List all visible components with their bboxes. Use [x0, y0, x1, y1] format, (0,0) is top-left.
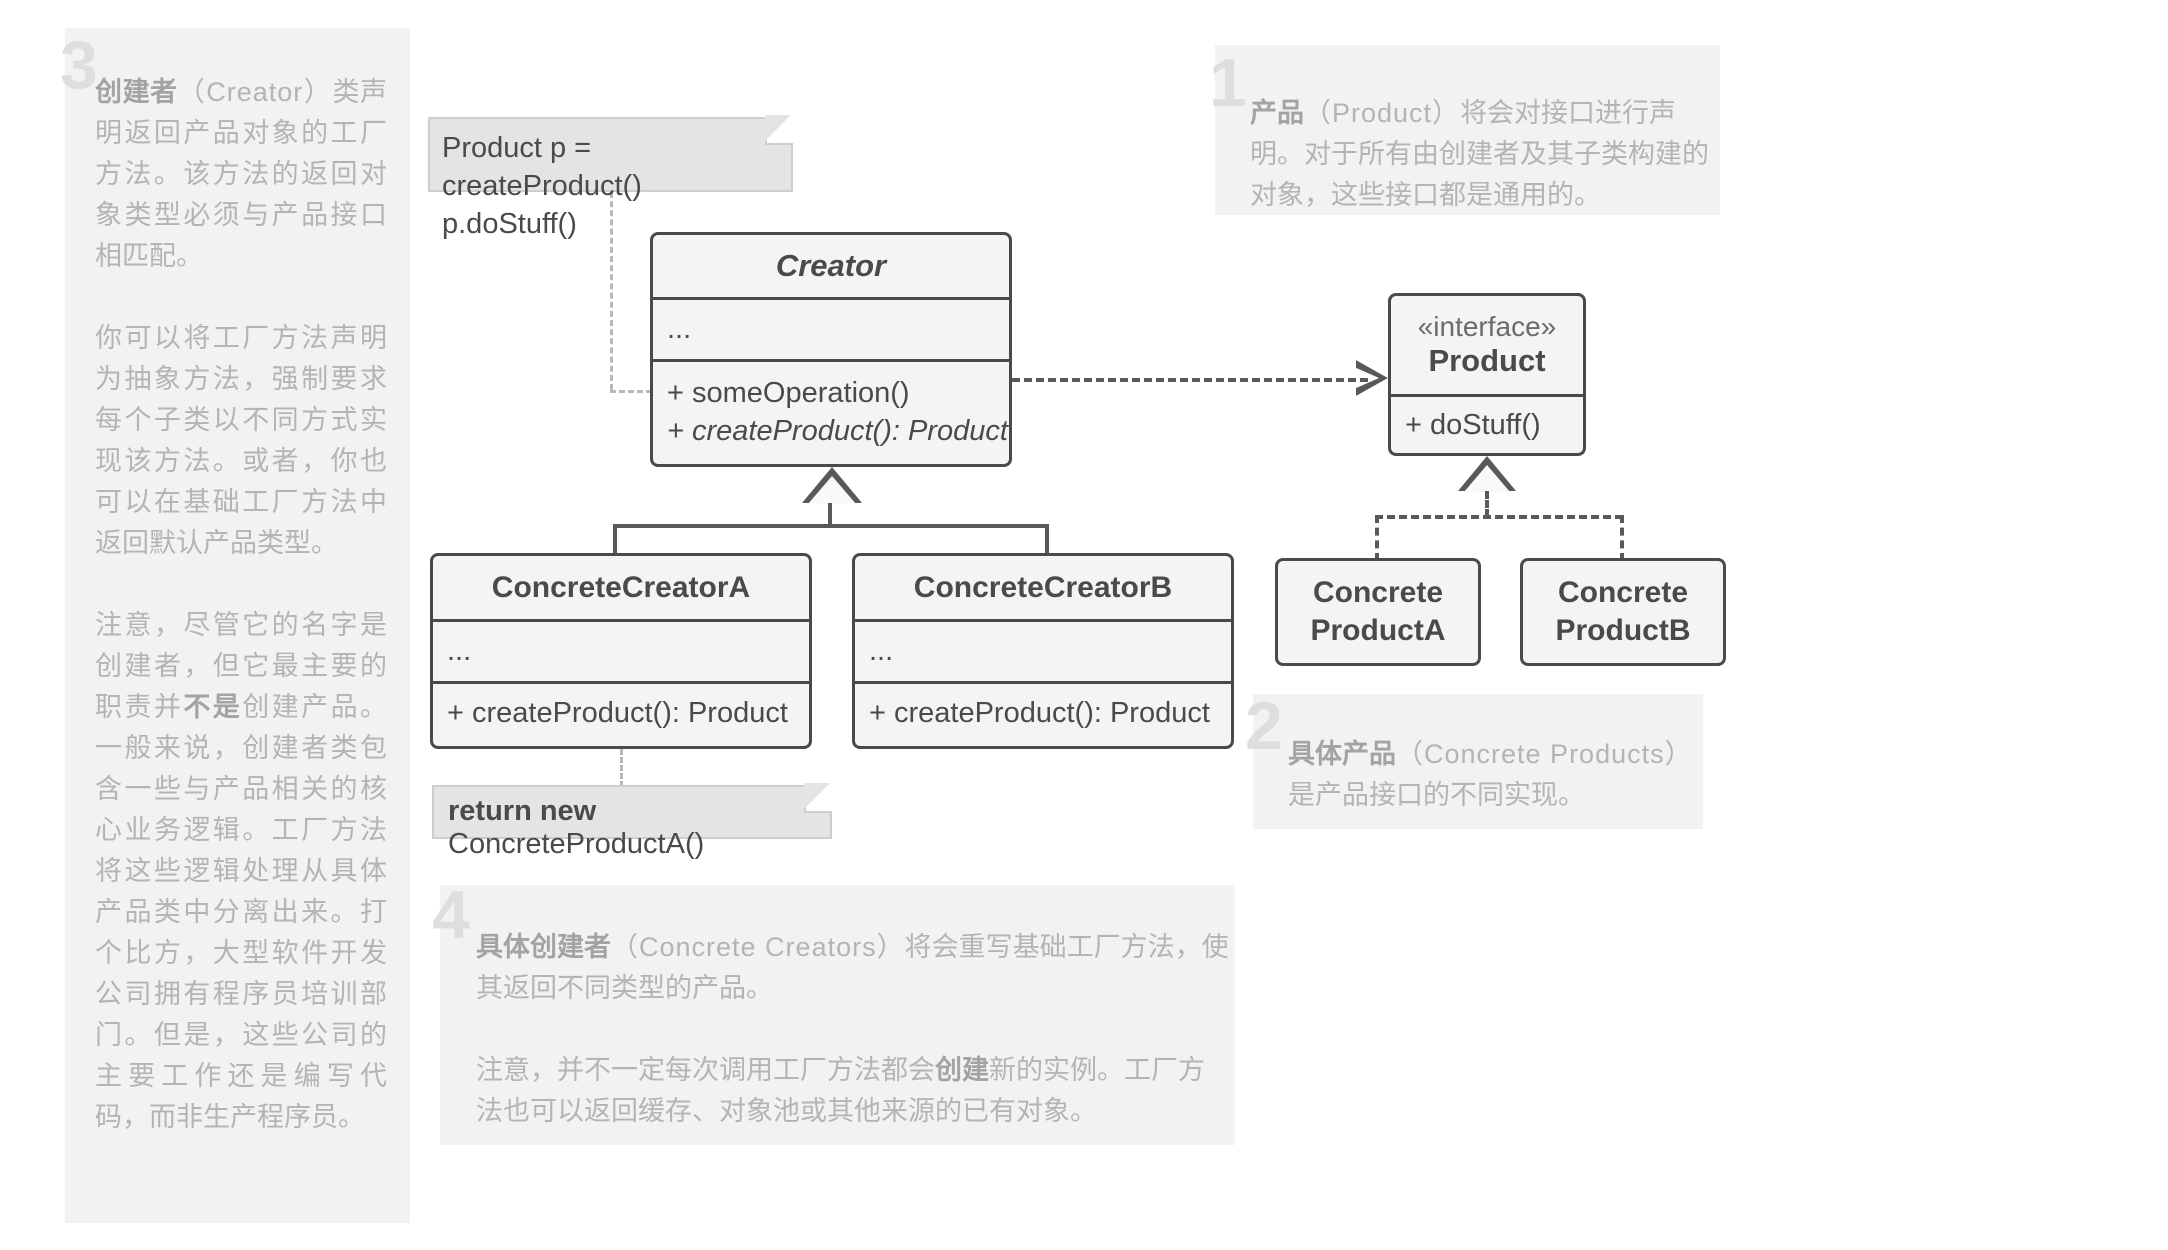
- creator-generalization-triangle-inner: [808, 476, 856, 504]
- annotation-1-lead: 产品: [1250, 98, 1304, 128]
- class-box-concrete-product-b[interactable]: Concrete ProductB: [1520, 558, 1726, 666]
- class-operation-item: + createProduct(): Product: [869, 697, 1210, 729]
- annotation-number-1: 1: [1209, 45, 1247, 121]
- class-name-creator: Creator: [775, 248, 887, 283]
- annotation-4-paragraph-1: 具体创建者（Concrete Creators）将会重写基础工厂方法，使其返回不…: [476, 927, 1231, 1009]
- class-box-creator[interactable]: Creator ... + someOperation() + createPr…: [650, 232, 1012, 467]
- annotation-2-body: 是产品接口的不同实现。: [1288, 780, 1585, 810]
- annotation-4-body: 将会重写基础工厂方法，使其返回不同类型的产品。: [476, 932, 1229, 1003]
- annotation-3-paragraph-3: 注意，尽管它的名字是创建者，但它最主要的职责并不是创建产品。一般来说，创建者类包…: [95, 610, 388, 1132]
- annotation-1-latin: （Product）: [1304, 98, 1461, 128]
- annotation-3-paragraph-2: 你可以将工厂方法声明为抽象方法，强制要求每个子类以不同方式实现该方法。或者，你也…: [95, 323, 387, 558]
- annotation-1-body: 将会对接口进行声明。对于所有由创建者及其子类构建的对象，这些接口都是通用的。: [1250, 98, 1709, 210]
- annotation-4-body2-a: 注意，并不一定每次调用工厂方法都会: [476, 1055, 935, 1085]
- note-top-line-2: p.doStuff(): [442, 208, 577, 240]
- note-bottom-expression: ConcreteProductA(): [448, 828, 705, 860]
- product-realization-stem: [1485, 491, 1489, 517]
- class-name-concrete-product-b: Concrete ProductB: [1523, 561, 1723, 663]
- class-box-product[interactable]: «interface» Product + doStuff(): [1388, 293, 1586, 456]
- creator-product-dependency-line: [1012, 378, 1368, 382]
- class-operation-item: + someOperation(): [667, 376, 910, 409]
- creator-inheritance-bus: [613, 524, 1049, 528]
- note-top-line-1: Product p = createProduct(): [442, 132, 642, 202]
- class-operation-item: + doStuff(): [1405, 408, 1541, 441]
- annotation-panel-2: 2 具体产品（Concrete Products）是产品接口的不同实现。: [1245, 692, 1703, 829]
- annotation-text-3: 创建者（Creator）类声明返回产品对象的工厂方法。该方法的返回对象类型必须与…: [95, 72, 387, 1138]
- annotation-panel-4: 4 具体创建者（Concrete Creators）将会重写基础工厂方法，使其返…: [432, 881, 1235, 1145]
- note-bottom-keyword: return new: [448, 795, 597, 827]
- class-attribute-item: ...: [869, 635, 894, 667]
- class-name-product: «interface» Product: [1391, 296, 1583, 394]
- class-title-line-1: Concrete: [1557, 575, 1689, 609]
- note-bottom-connector: [620, 749, 623, 787]
- class-name-concrete-creator-b: ConcreteCreatorB: [913, 570, 1173, 604]
- class-title-line-2: ProductA: [1310, 614, 1446, 647]
- product-realization-drop-a: [1375, 515, 1379, 561]
- annotation-text-2: 具体产品（Concrete Products） 是产品接口的不同实现。: [1288, 734, 1703, 816]
- annotation-text-1: 产品（Product）将会对接口进行声明。对于所有由创建者及其子类构建的对象，这…: [1250, 93, 1715, 216]
- annotation-4-latin: （Concrete Creators）: [611, 932, 905, 962]
- product-realization-triangle-inner: [1464, 465, 1510, 492]
- note-client-code: Product p = createProduct() p.doStuff(): [428, 115, 793, 240]
- class-attribute-item: ...: [667, 313, 692, 345]
- note-top-connector-vertical: [610, 192, 613, 390]
- annotation-number-3: 3: [60, 27, 98, 103]
- creator-inheritance-drop-a: [613, 524, 617, 556]
- note-fold-corner-icon: [765, 115, 793, 145]
- class-operations-concrete-creator-b: + createProduct(): Product: [855, 681, 1231, 743]
- class-title-line-2: ProductB: [1555, 614, 1691, 647]
- class-box-concrete-product-a[interactable]: Concrete ProductA: [1275, 558, 1481, 666]
- creator-inheritance-stem: [828, 503, 832, 527]
- annotation-number-2: 2: [1245, 688, 1283, 764]
- annotation-panel-3: 3 创建者（Creator）类声明返回产品对象的工厂方法。该方法的返回对象类型必…: [60, 28, 410, 1223]
- class-box-concrete-creator-a[interactable]: ConcreteCreatorA ... + createProduct(): …: [430, 553, 812, 749]
- annotation-2-lead: 具体产品: [1288, 739, 1396, 769]
- class-stereotype-product: «interface»: [1417, 311, 1557, 343]
- annotation-panel-1: 1 产品（Product）将会对接口进行声明。对于所有由创建者及其子类构建的对象…: [1209, 45, 1720, 216]
- class-operation-item: + createProduct(): Product: [447, 697, 788, 729]
- class-box-concrete-creator-b[interactable]: ConcreteCreatorB ... + createProduct(): …: [852, 553, 1234, 749]
- class-operations-concrete-creator-a: + createProduct(): Product: [433, 681, 809, 743]
- class-operation-item: + createProduct(): Product: [667, 414, 1008, 447]
- class-name-concrete-product-a: Concrete ProductA: [1278, 561, 1478, 663]
- class-operations-creator: + someOperation() + createProduct(): Pro…: [653, 359, 1009, 461]
- class-attributes-concrete-creator-b: ...: [855, 619, 1231, 681]
- class-attributes-concrete-creator-a: ...: [433, 619, 809, 681]
- annotation-4-body2-b: 新的实例。工厂方法也可以返回缓存、对象池或其他来源的已有对象。: [476, 1055, 1205, 1126]
- note-return-statement: return new ConcreteProductA(): [432, 783, 832, 860]
- note-top-connector-horizontal: [610, 390, 652, 393]
- annotation-4-paragraph-2: 注意，并不一定每次调用工厂方法都会创建新的实例。工厂方法也可以返回缓存、对象池或…: [476, 1050, 1231, 1132]
- class-title-line-1: Concrete: [1312, 575, 1444, 609]
- annotation-3-paragraph-1: 创建者（Creator）类声明返回产品对象的工厂方法。该方法的返回对象类型必须与…: [95, 77, 388, 271]
- class-name-concrete-creator-a: ConcreteCreatorA: [491, 570, 751, 604]
- annotation-text-4: 具体创建者（Concrete Creators）将会重写基础工厂方法，使其返回不…: [476, 927, 1231, 1132]
- note-fold-corner-icon: [804, 783, 832, 813]
- annotation-4-body2-bold: 创建: [935, 1055, 989, 1085]
- creator-inheritance-drop-b: [1045, 524, 1049, 556]
- annotation-number-4: 4: [432, 877, 470, 953]
- product-realization-bus: [1375, 515, 1623, 519]
- annotation-2-latin: （Concrete Products）: [1396, 739, 1693, 769]
- class-attribute-item: ...: [447, 635, 472, 667]
- class-operations-product: + doStuff(): [1391, 394, 1583, 453]
- class-attributes-creator: ...: [653, 297, 1009, 359]
- product-realization-drop-b: [1620, 515, 1624, 561]
- class-title-product: Product: [1428, 343, 1546, 379]
- annotation-4-lead: 具体创建者: [476, 932, 611, 962]
